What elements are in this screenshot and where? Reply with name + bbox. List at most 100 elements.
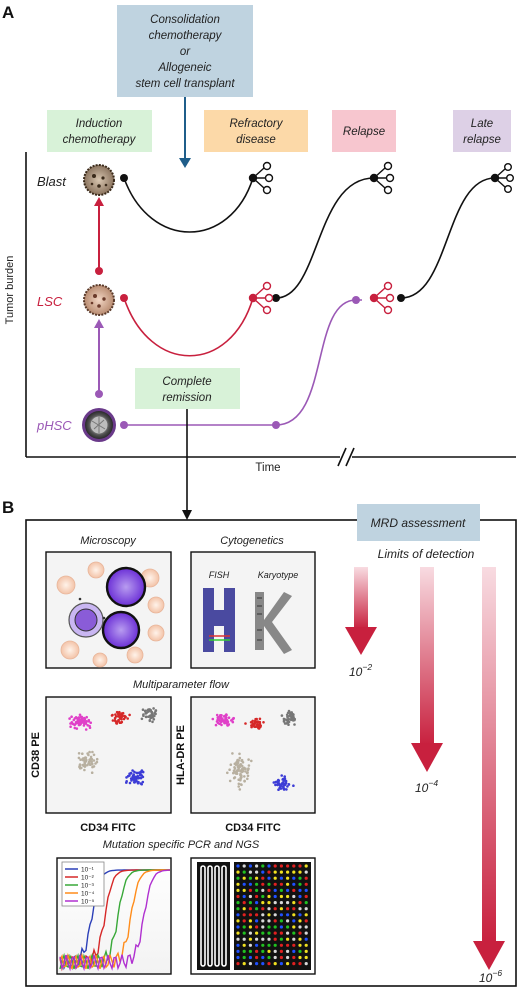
flow-dot-blue <box>128 774 131 777</box>
ngs-cluster-dot <box>236 955 240 960</box>
ngs-cluster-dot <box>255 949 259 954</box>
ngs-cluster-dot <box>298 962 302 966</box>
flow-dot-red <box>118 710 121 714</box>
flow-dot-tan <box>81 763 85 767</box>
flow-dot-tan <box>236 758 239 762</box>
flow-dot-magenta <box>68 717 71 720</box>
detection-label-2-base: 10 <box>415 781 429 795</box>
detection-label-3: 10−6 <box>479 968 502 985</box>
ngs-cluster-dot <box>273 949 277 954</box>
flow-dot-gray <box>289 713 292 716</box>
detection-label-3-base: 10 <box>479 971 493 985</box>
flow-dot-magenta <box>79 715 83 719</box>
flow-dot-red <box>122 717 126 721</box>
flow-dot-tan <box>237 785 240 788</box>
ngs-cluster-dot <box>304 943 308 947</box>
late-relapse-line1: Late <box>471 118 493 130</box>
flow-dot-magenta <box>222 715 226 718</box>
ngs-cluster-dot <box>248 864 252 868</box>
ngs-cluster-dot <box>292 894 296 899</box>
flow-dot-tan <box>243 780 246 783</box>
flow-dot-red <box>111 713 114 717</box>
ngs-cluster-dot <box>286 931 290 935</box>
flow-dot-gray <box>287 717 290 720</box>
ngs-cluster-dot <box>255 876 259 880</box>
flow-dot-blue <box>272 781 276 784</box>
flow-dot-tan <box>244 767 247 770</box>
ngs-cluster-dot <box>236 925 240 929</box>
flow-dot-red <box>128 713 131 717</box>
ngs-cluster-dot <box>248 888 252 893</box>
flow-dot-tan <box>237 782 241 786</box>
ngs-cluster-dot <box>242 943 246 947</box>
ngs-cluster-dot <box>236 937 240 941</box>
ngs-cluster-dot <box>273 870 277 874</box>
ngs-cluster-dot <box>292 955 296 960</box>
ngs-cluster-dot <box>279 888 283 893</box>
ngs-cluster-dot <box>267 870 271 874</box>
flow-dot-tan <box>82 758 86 762</box>
pcr-plot: 10⁻¹10⁻²10⁻³10⁻⁴10⁻⁵ <box>56 857 172 975</box>
flow-dot-tan <box>237 765 240 769</box>
flow-dot-magenta <box>76 718 80 721</box>
consolidation-box: Consolidation chemotherapy or Allogeneic… <box>117 5 253 97</box>
pcr-legend-label: 10⁻² <box>81 875 95 882</box>
flow-dot-tan <box>239 783 243 786</box>
ngs-cluster-dot <box>261 937 265 941</box>
flow-dot-blue <box>137 780 140 784</box>
flow-dot-red <box>255 724 259 728</box>
ngs-cluster-dot <box>304 937 308 941</box>
ngs-cluster-dot <box>267 864 271 868</box>
ngs-cluster-dot <box>242 913 246 917</box>
flow-dot-gray <box>143 709 147 713</box>
flow-dot-magenta <box>214 723 218 727</box>
flow-dot-magenta <box>230 719 233 722</box>
flow-dot-red <box>126 717 129 720</box>
flow-left-dots <box>68 707 158 786</box>
consolidation-line2: chemotherapy <box>149 30 223 42</box>
ngs-cluster-dot <box>298 919 302 923</box>
panel-a-letter: A <box>2 3 14 22</box>
ngs-cluster-dot <box>286 894 290 899</box>
ngs-cluster-dot <box>298 882 302 886</box>
remission-line2: remission <box>162 392 211 404</box>
ngs-cluster-dot <box>236 901 240 905</box>
ngs-cluster-dot <box>255 882 259 886</box>
ngs-cluster-dot <box>236 919 240 923</box>
flow-dot-tan <box>81 752 84 755</box>
ngs-cluster-dot <box>236 907 240 911</box>
ngs-cluster-dot <box>279 901 283 905</box>
ngs-cluster-dot <box>273 931 277 935</box>
x-axis-label: Time <box>255 462 280 474</box>
flow-dot-blue <box>277 782 281 785</box>
ngs-cluster-dot <box>267 913 271 917</box>
flow-dot-gray <box>280 714 284 717</box>
flow-dot-tan <box>239 776 242 780</box>
consolidation-line3: or <box>180 46 191 58</box>
ngs-cluster-dot <box>236 931 240 935</box>
flow-dot-red <box>251 722 255 725</box>
lsc-to-blast-arrow <box>94 197 104 275</box>
flow-dot-magenta <box>224 716 228 720</box>
flow-dot-tan <box>228 768 231 771</box>
flow-dot-gray <box>154 712 157 716</box>
flow-dot-blue <box>128 772 131 775</box>
relapse-line1: Relapse <box>343 126 385 138</box>
flow-dot-red <box>111 719 115 722</box>
ngs-cluster-dot <box>292 937 296 941</box>
flow-dot-blue <box>277 778 280 782</box>
flow-label: Multiparameter flow <box>133 679 230 691</box>
flow-dot-tan <box>89 755 93 759</box>
flow-dot-magenta <box>85 715 88 719</box>
flow-dot-tan <box>250 759 253 763</box>
ngs-cluster-dot <box>267 888 271 893</box>
flow-dot-magenta <box>231 720 235 724</box>
ngs-cluster-dot <box>304 955 308 960</box>
flow-dot-magenta <box>70 715 73 718</box>
ngs-cluster-dot <box>292 943 296 947</box>
level-lsc-label: LSC <box>37 294 63 309</box>
flow-dot-blue <box>278 786 282 789</box>
detection-label-3-exp: −6 <box>492 968 502 978</box>
flow-dot-red <box>117 718 120 722</box>
flow-right-dots <box>211 709 297 791</box>
